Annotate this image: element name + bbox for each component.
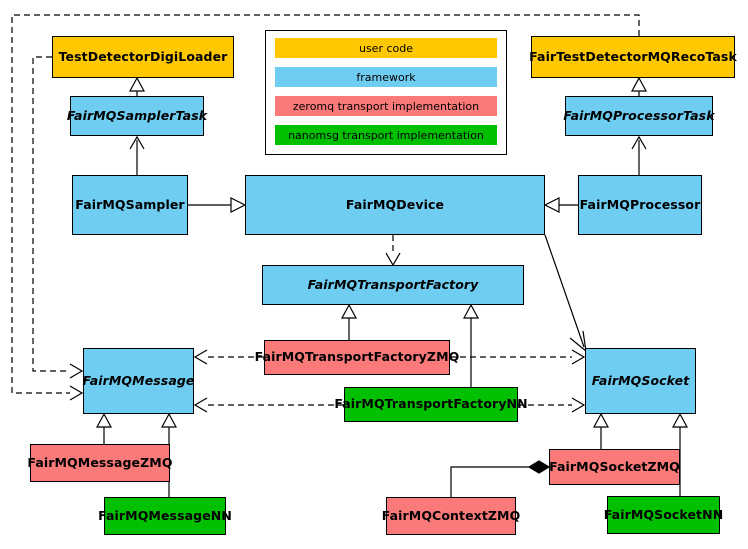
edge-sampler-to-device (188, 197, 247, 213)
edge-contextzmq-to-socketzmq (450, 460, 551, 497)
edge-samplertask-to-digiloader (128, 76, 146, 96)
edge-messagezmq-to-message (95, 412, 113, 444)
class-box-fair-mq-socket-nn[interactable]: FairMQSocketNN (604, 496, 723, 534)
legend-item-zeromq: zeromq transport implementation (275, 96, 497, 116)
class-box-fair-mq-transport-factory-zmq[interactable]: FairMQTransportFactoryZMQ (255, 340, 459, 375)
class-box-fair-mq-socket-zmq[interactable]: FairMQSocketZMQ (549, 449, 680, 485)
edge-processor-to-processortask (631, 135, 647, 175)
edge-factorynn-to-transportfactory (462, 303, 480, 387)
legend-label: framework (356, 70, 416, 84)
legend-label: zeromq transport implementation (292, 99, 480, 113)
class-box-fair-mq-transport-factory[interactable]: FairMQTransportFactory (262, 265, 524, 305)
legend-item-nanomsg: nanomsg transport implementation (275, 125, 497, 145)
edge-factorynn-to-socket (518, 397, 586, 413)
edge-factoryzmq-to-message (193, 349, 264, 365)
legend-item-framework: framework (275, 67, 497, 87)
class-box-fair-mq-message-zmq[interactable]: FairMQMessageZMQ (27, 444, 172, 482)
legend-item-user-code: user code (275, 38, 497, 58)
class-box-fair-mq-device[interactable]: FairMQDevice (245, 175, 545, 235)
edge-factorynn-to-message (193, 397, 344, 413)
edge-socketzmq-to-socket (592, 412, 610, 449)
class-box-fair-mq-context-zmq[interactable]: FairMQContextZMQ (382, 497, 520, 535)
class-box-fair-mq-processor[interactable]: FairMQProcessor (578, 175, 702, 235)
class-box-fair-test-detector-mq-reco-task[interactable]: FairTestDetectorMQRecoTask (529, 36, 737, 78)
edge-sampler-to-samplertask (129, 135, 145, 175)
edge-factoryzmq-to-socket (450, 349, 586, 365)
legend-label: user code (358, 41, 414, 55)
edge-device-to-socket (544, 234, 587, 353)
class-box-fair-mq-message-nn[interactable]: FairMQMessageNN (98, 497, 232, 535)
class-box-fair-mq-socket[interactable]: FairMQSocket (585, 348, 696, 414)
class-box-test-detector-digi-loader[interactable]: TestDetectorDigiLoader (52, 36, 234, 78)
edge-processortask-to-recotask (630, 76, 648, 96)
class-box-fair-mq-message[interactable]: FairMQMessage (83, 348, 194, 414)
legend: user code framework zeromq transport imp… (265, 30, 507, 155)
edge-processor-to-device (543, 197, 578, 213)
legend-label: nanomsg transport implementation (288, 128, 484, 142)
class-box-fair-mq-transport-factory-nn[interactable]: FairMQTransportFactoryNN (334, 387, 528, 422)
class-box-fair-mq-processor-task[interactable]: FairMQProcessorTask (563, 96, 715, 136)
class-box-fair-mq-sampler[interactable]: FairMQSampler (72, 175, 188, 235)
edge-device-to-transportfactory (385, 235, 401, 267)
class-box-fair-mq-sampler-task[interactable]: FairMQSamplerTask (67, 96, 207, 136)
